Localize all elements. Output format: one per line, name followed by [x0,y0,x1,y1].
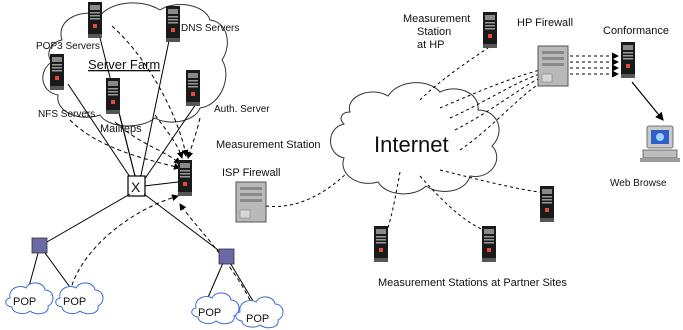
pop-cloud: POP [191,292,240,325]
pop3-servers-label: POP3 Servers [36,41,100,52]
router-icon [31,237,48,254]
web-browser-label: Web Browse [610,178,667,189]
svg-text:X: X [131,179,141,195]
server-farm-label: Server Farm [88,57,160,72]
pop-cloud: POP [55,282,104,315]
conformance-label: Conformance [603,25,669,37]
hp-firewall-label: HP Firewall [517,17,573,29]
internet-label: Internet [374,132,449,157]
conformance-server-icon [621,42,635,78]
ms-hp-server-icon [483,12,497,48]
browser-arrow [631,81,664,121]
hp-firewall-icon [537,45,569,87]
mailreps-label: Mailreps [100,123,142,135]
measurement-station-label: Measurement Station [216,139,321,151]
isp-firewall-label: ISP Firewall [222,167,280,179]
partner-server-icon [540,186,554,222]
svg-text:POP: POP [13,296,36,308]
auth-server-icon [186,70,200,106]
measurement-flows [69,25,201,170]
ms-hp-label-3: at HP [417,39,445,51]
nfs-servers-label: NFS Servers [38,109,95,120]
web-browser-computer-icon [640,125,680,162]
auth-server-label: Auth. Server [214,104,270,115]
pop-cloud: POP [5,282,54,315]
measurement-station-icon [178,160,192,196]
conformance-flows [570,52,619,78]
pop-cloud: POP [235,296,284,329]
svg-text:POP: POP [246,313,269,325]
partner-server-icon [482,226,496,262]
switch-icon: X [127,175,179,197]
svg-text:POP: POP [63,296,86,308]
internet-cloud: Internet [330,82,500,195]
router-icon [218,248,235,265]
ms-hp-label-2: Station [417,26,451,38]
internet-links [385,47,543,233]
partner-sites-label: Measurement Stations at Partner Sites [378,277,567,289]
partner-server-icon [374,226,388,262]
svg-text:POP: POP [198,307,221,319]
mailrep-server-icon [106,78,120,114]
dns-servers-label: DNS Servers [181,23,239,34]
pop-measurement-flows [69,194,251,301]
isp-internet-link [265,169,351,208]
pop3-server-icon [50,54,64,90]
isp-firewall-icon [235,181,267,223]
ms-hp-label-1: Measurement [403,13,470,25]
